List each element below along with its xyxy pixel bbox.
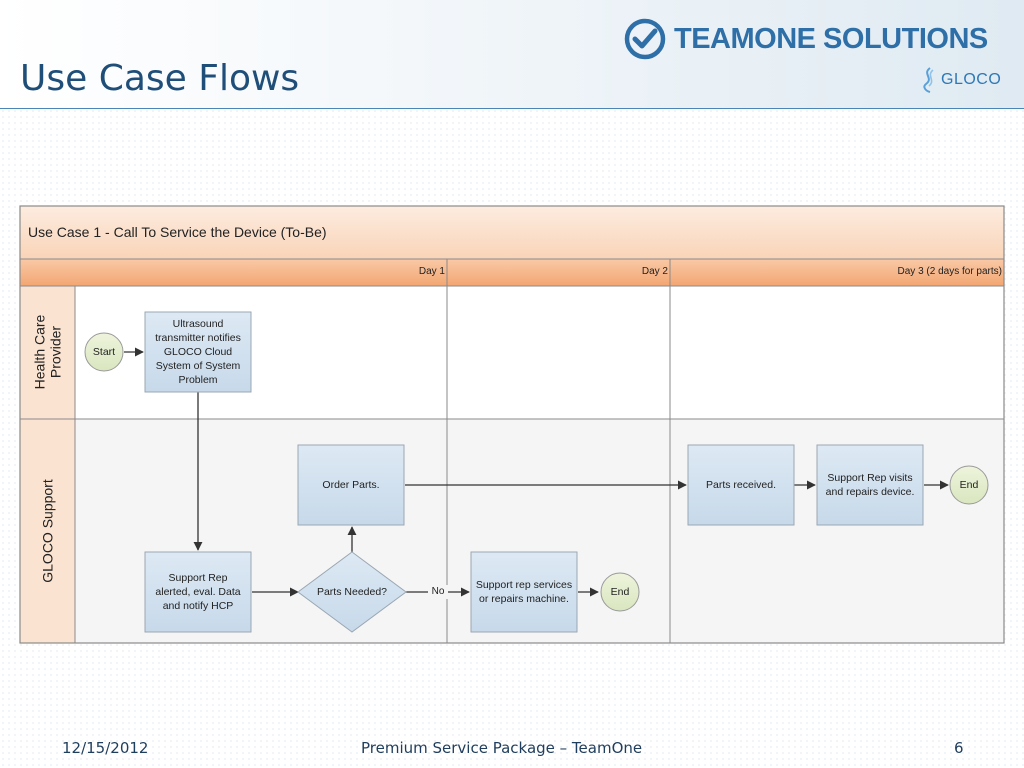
sub-brand-name: GLOCO (941, 71, 1002, 88)
support-services-label: Support rep services or repairs machine. (475, 579, 573, 605)
gloco-logo: GLOCO (918, 66, 1001, 94)
support-alerted-label: Support Rep alerted, eval. Data and noti… (155, 572, 241, 612)
footer-date: 12/15/2012 (62, 739, 149, 757)
lane-header-hcp (19, 285, 76, 420)
edge-label-no: No (428, 585, 448, 599)
start-node (84, 332, 124, 372)
support-alerted-node (144, 551, 252, 633)
ultrasound-node (144, 311, 252, 393)
parts-received-label: Parts received. (705, 479, 777, 491)
lane-label-hcp: Health Care Provider (31, 314, 64, 390)
end-node-2 (949, 465, 989, 505)
column-header-bar (19, 258, 1005, 287)
page-number: 6 (954, 739, 964, 757)
column-header-day3: Day 3 (2 days for parts) (897, 266, 1002, 277)
lane-label-gloco: GLOCO Support (39, 479, 56, 583)
footer-title: Premium Service Package – TeamOne (361, 739, 643, 757)
brand-name: TEAMONE SOLUTIONS (674, 22, 988, 55)
parts-needed-decision (297, 551, 407, 633)
diagram-border (19, 205, 1005, 644)
slide-header (0, 0, 1024, 109)
column-header-day1: Day 1 (418, 266, 445, 277)
support-visits-label: Support Rep visits and repairs device. (825, 472, 915, 498)
order-parts-node (297, 444, 405, 526)
column-header-day2: Day 2 (641, 266, 668, 277)
diagram-title: Use Case 1 - Call To Service the Device … (28, 224, 327, 240)
checkmark-circle-icon (624, 18, 666, 60)
order-parts-label: Order Parts. (322, 479, 380, 491)
support-services-node (470, 551, 578, 633)
slide-title: Use Case Flows (20, 58, 300, 99)
ultrasound-label: Ultrasound transmitter notifies GLOCO Cl… (155, 318, 241, 386)
end-2-label: End (959, 479, 979, 491)
parts-needed-label: Parts Needed? (316, 586, 388, 598)
parts-received-node (687, 444, 795, 526)
support-visits-node (816, 444, 924, 526)
end-1-label: End (610, 586, 630, 598)
teamone-logo: TEAMONE SOLUTIONS (624, 18, 988, 60)
start-label: Start (92, 346, 116, 358)
swirl-icon (923, 67, 934, 93)
end-node-1 (600, 572, 640, 612)
